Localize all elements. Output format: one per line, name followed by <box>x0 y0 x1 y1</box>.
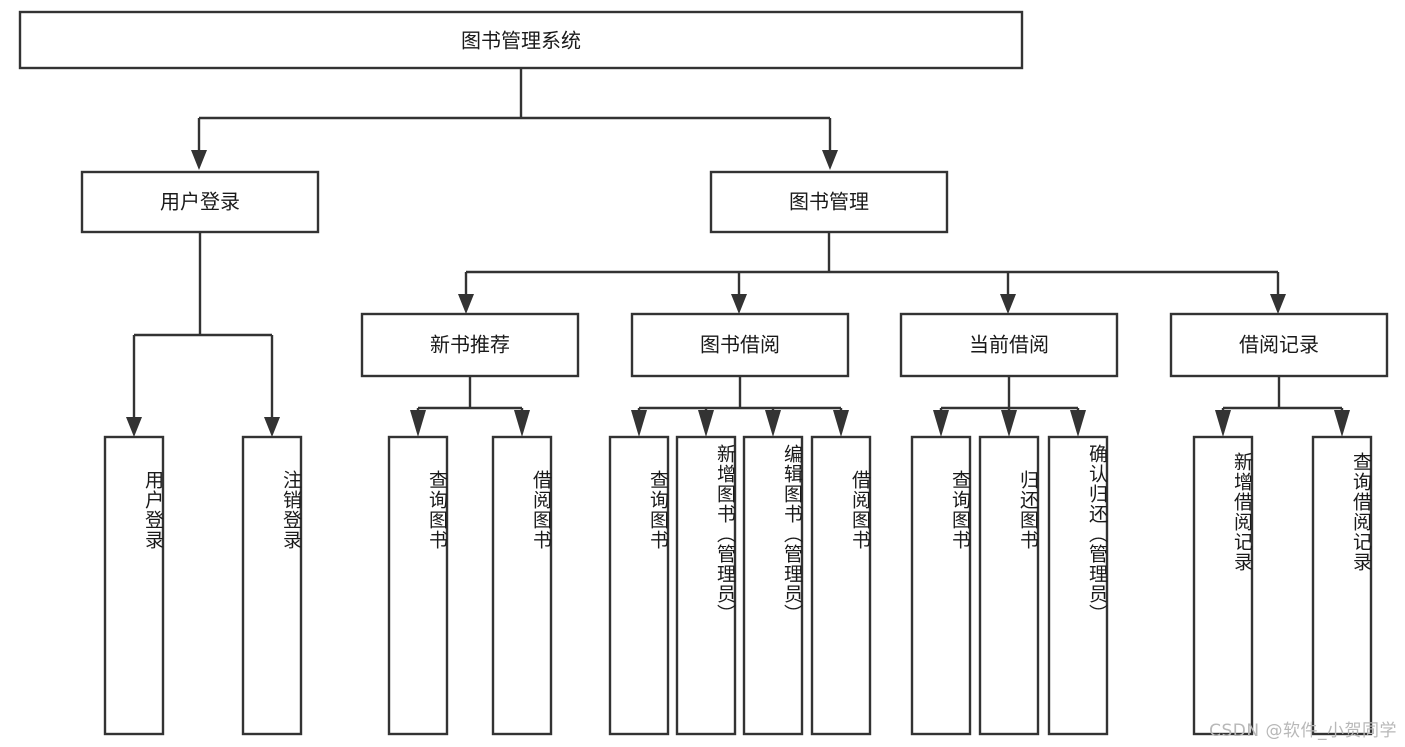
leaf-box-user-logout[interactable] <box>241 435 303 736</box>
arrow-head-br-leaf-2 <box>1334 410 1350 437</box>
node-borrow-record[interactable]: 借阅记录 <box>1169 312 1389 378</box>
node-current-borrow-label: 当前借阅 <box>969 333 1049 357</box>
node-book-manage-box[interactable] <box>709 170 949 234</box>
leaf-box-add-book[interactable] <box>675 435 737 736</box>
arrow-head-br-leaf-1 <box>1215 410 1231 437</box>
node-root-label: 图书管理系统 <box>461 29 581 53</box>
node-book-borrow-label: 图书借阅 <box>700 333 780 357</box>
node-user-login-label: 用户登录 <box>160 190 240 214</box>
node-current-borrow-box[interactable] <box>899 312 1119 378</box>
node-borrow-record-box[interactable] <box>1169 312 1389 378</box>
arrow-head-bb-leaf-2 <box>698 410 714 437</box>
node-user-login[interactable]: 用户登录 <box>80 170 320 234</box>
node-current-borrow[interactable]: 当前借阅 <box>899 312 1119 378</box>
leaf-box-user-login[interactable] <box>103 435 165 736</box>
arrow-head-user-login <box>191 150 207 170</box>
leaf-box-query-book-1[interactable] <box>387 435 449 736</box>
arrow-head-book-manage <box>822 150 838 170</box>
arrow-head-nb-leaf-1 <box>410 410 426 437</box>
node-book-manage[interactable]: 图书管理 <box>709 170 949 234</box>
node-new-book-recommend[interactable]: 新书推荐 <box>360 312 580 378</box>
leaf-box-query-record[interactable] <box>1311 435 1373 736</box>
arrow-head-current-borrow <box>1000 294 1016 314</box>
arrow-head-bb-leaf-3 <box>765 410 781 437</box>
leaf-box-borrow-book-1[interactable] <box>491 435 553 736</box>
arrow-head-leaf-user-login <box>126 417 142 437</box>
node-new-book-recommend-label: 新书推荐 <box>430 333 510 357</box>
arrow-head-nb-leaf-2 <box>514 410 530 437</box>
leaf-box-edit-book[interactable] <box>742 435 804 736</box>
leaf-box-query-book-3[interactable] <box>910 435 972 736</box>
arrow-head-cb-leaf-3 <box>1070 410 1086 437</box>
arrow-head-new-book <box>458 294 474 314</box>
arrow-head-leaf-user-logout <box>264 417 280 437</box>
leaf-box-borrow-book-2[interactable] <box>810 435 872 736</box>
node-root-box[interactable] <box>18 10 1024 70</box>
leaf-box-confirm-return[interactable] <box>1047 435 1109 736</box>
node-book-borrow[interactable]: 图书借阅 <box>630 312 850 378</box>
node-borrow-record-label: 借阅记录 <box>1239 333 1319 357</box>
arrow-head-bb-leaf-1 <box>631 410 647 437</box>
csdn-watermark: CSDN @软件_小贺同学 <box>1209 721 1397 741</box>
arrow-head-bb-leaf-4 <box>833 410 849 437</box>
node-new-book-recommend-box[interactable] <box>360 312 580 378</box>
node-root[interactable]: 图书管理系统 <box>18 10 1024 70</box>
node-book-borrow-box[interactable] <box>630 312 850 378</box>
arrow-head-cb-leaf-1 <box>933 410 949 437</box>
arrow-head-cb-leaf-2 <box>1001 410 1017 437</box>
leaf-box-query-book-2[interactable] <box>608 435 670 736</box>
node-book-manage-label: 图书管理 <box>789 190 869 214</box>
arrow-head-book-borrow <box>731 294 747 314</box>
leaf-box-add-record[interactable] <box>1192 435 1254 736</box>
arrow-head-borrow-record <box>1270 294 1286 314</box>
leaf-box-return-book[interactable] <box>978 435 1040 736</box>
